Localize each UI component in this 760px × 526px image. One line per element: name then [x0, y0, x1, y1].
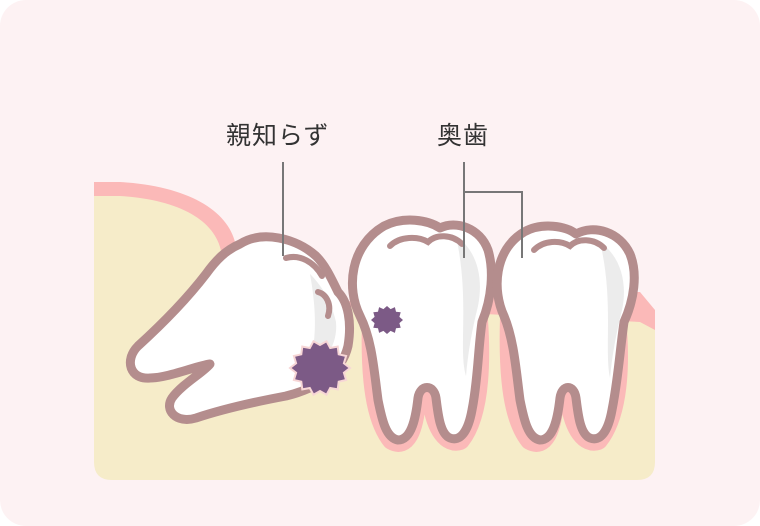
back-teeth-label: 奥歯	[437, 121, 490, 150]
molar-back	[492, 221, 639, 445]
molar-front-shade	[456, 236, 480, 376]
molar-front	[347, 215, 496, 445]
wisdom-tooth-label: 親知らず	[226, 121, 330, 150]
molar-back-shade	[600, 242, 624, 378]
leader-lines	[282, 162, 523, 258]
molar-back-body	[492, 221, 639, 445]
wisdom-tooth-groove	[283, 254, 333, 319]
molar-bracket-line	[463, 162, 523, 258]
molar-front-groove	[387, 233, 465, 249]
decay-spot-icon	[371, 306, 403, 334]
molar-front-body	[347, 215, 496, 445]
molar-back-groove	[531, 237, 607, 253]
decay-spot-icon	[288, 339, 352, 397]
